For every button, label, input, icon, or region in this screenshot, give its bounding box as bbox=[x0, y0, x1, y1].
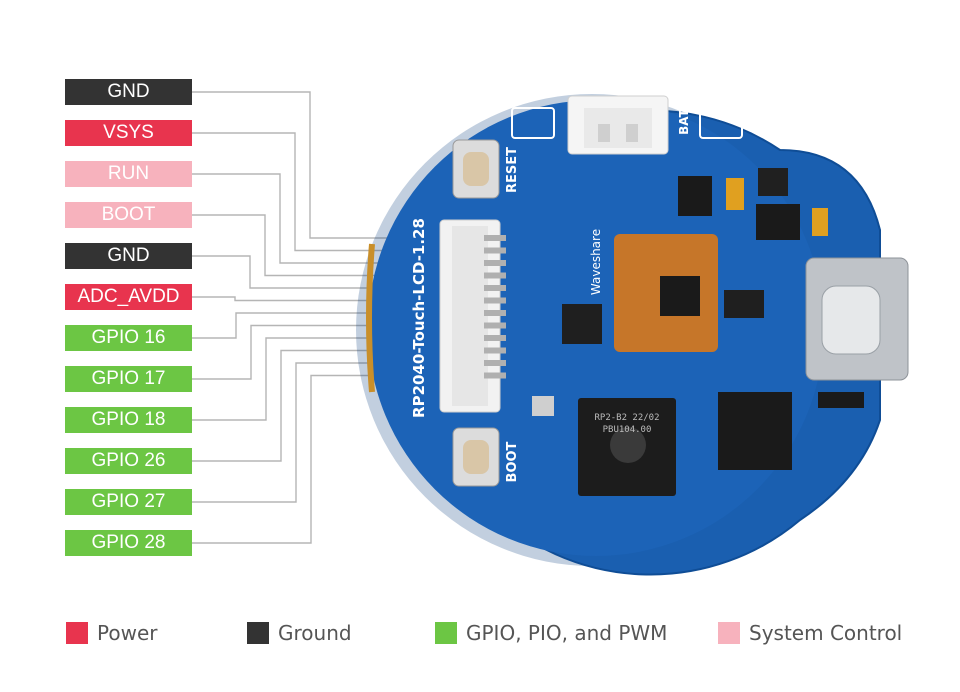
fpc-pin bbox=[484, 310, 506, 316]
legend-item-power: Power bbox=[66, 621, 157, 645]
fpc-pin bbox=[484, 235, 506, 241]
pin-label: GPIO 26 bbox=[65, 448, 192, 474]
legend-swatch bbox=[718, 622, 740, 644]
legend-label: GPIO, PIO, and PWM bbox=[466, 621, 668, 645]
fpc-pin bbox=[484, 247, 506, 254]
fpc-pin bbox=[484, 272, 506, 279]
legend-label: System Control bbox=[749, 621, 903, 645]
lcd-ribbon-edge bbox=[366, 243, 375, 393]
pin-label: GPIO 27 bbox=[65, 489, 192, 515]
fpc-pin bbox=[484, 347, 506, 354]
legend-label: Ground bbox=[278, 621, 352, 645]
legend-swatch bbox=[66, 622, 88, 644]
pin-label: GND bbox=[65, 243, 192, 269]
legend-item-ground: Ground bbox=[247, 621, 352, 645]
pin-label: GND bbox=[65, 79, 192, 105]
usb-c-connector[interactable] bbox=[805, 257, 909, 381]
fpc-pin bbox=[484, 322, 506, 329]
pin-label: GPIO 28 bbox=[65, 530, 192, 556]
legend-swatch bbox=[247, 622, 269, 644]
flash-chip bbox=[718, 392, 792, 470]
bat-silkscreen: BAT bbox=[677, 108, 691, 135]
brand-silkscreen: Waveshare bbox=[589, 229, 603, 295]
legend-swatch bbox=[435, 622, 457, 644]
reset-silkscreen: RESET bbox=[505, 147, 520, 193]
pin-label: ADC_AVDD bbox=[65, 284, 192, 310]
rp2040-chip bbox=[578, 398, 676, 496]
boot-button[interactable] bbox=[452, 427, 500, 487]
chip-marking-1: RP2-B2 22/02 bbox=[594, 413, 659, 423]
battery-connector bbox=[567, 95, 669, 155]
fpc-pin bbox=[484, 285, 506, 291]
fpc-pin bbox=[484, 360, 506, 366]
fpc-pin bbox=[484, 335, 506, 341]
sensor-chip bbox=[562, 304, 602, 344]
pin-label: RUN bbox=[65, 161, 192, 187]
imu-chip bbox=[660, 276, 700, 316]
fpc-pin bbox=[484, 297, 506, 304]
pin-label: GPIO 17 bbox=[65, 366, 192, 392]
legend-label: Power bbox=[97, 621, 158, 645]
pin-label: GPIO 18 bbox=[65, 407, 192, 433]
pin-label: GPIO 16 bbox=[65, 325, 192, 351]
board-model-text: RP2040-Touch-LCD-1.28 bbox=[410, 218, 428, 418]
boot-silkscreen: BOOT bbox=[505, 441, 520, 482]
legend-item-gpio: GPIO, PIO, and PWM bbox=[435, 621, 667, 645]
pin-label: VSYS bbox=[65, 120, 192, 146]
legend-item-system: System Control bbox=[718, 621, 902, 645]
reset-button[interactable] bbox=[452, 139, 500, 199]
misc-components bbox=[532, 168, 864, 416]
pad-right bbox=[699, 107, 743, 139]
fpc-pin bbox=[484, 372, 506, 379]
fpc-pin bbox=[484, 260, 506, 266]
fpc-connector bbox=[439, 219, 506, 413]
chip-marking-2: PBU104.00 bbox=[603, 425, 652, 435]
pad-left bbox=[511, 107, 555, 139]
pin-label: BOOT bbox=[65, 202, 192, 228]
